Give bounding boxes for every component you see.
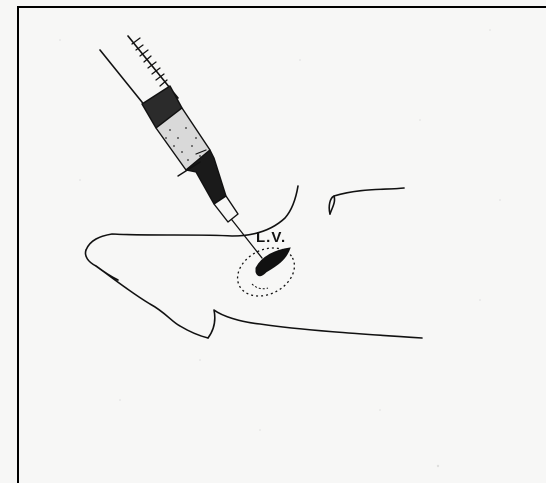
rodent-head-outline [85, 186, 422, 338]
syringe-icon [100, 36, 262, 258]
lateral-ventricle-target [229, 238, 303, 305]
ventricle-label: L.V. [256, 229, 286, 246]
paper-texture [59, 29, 501, 467]
